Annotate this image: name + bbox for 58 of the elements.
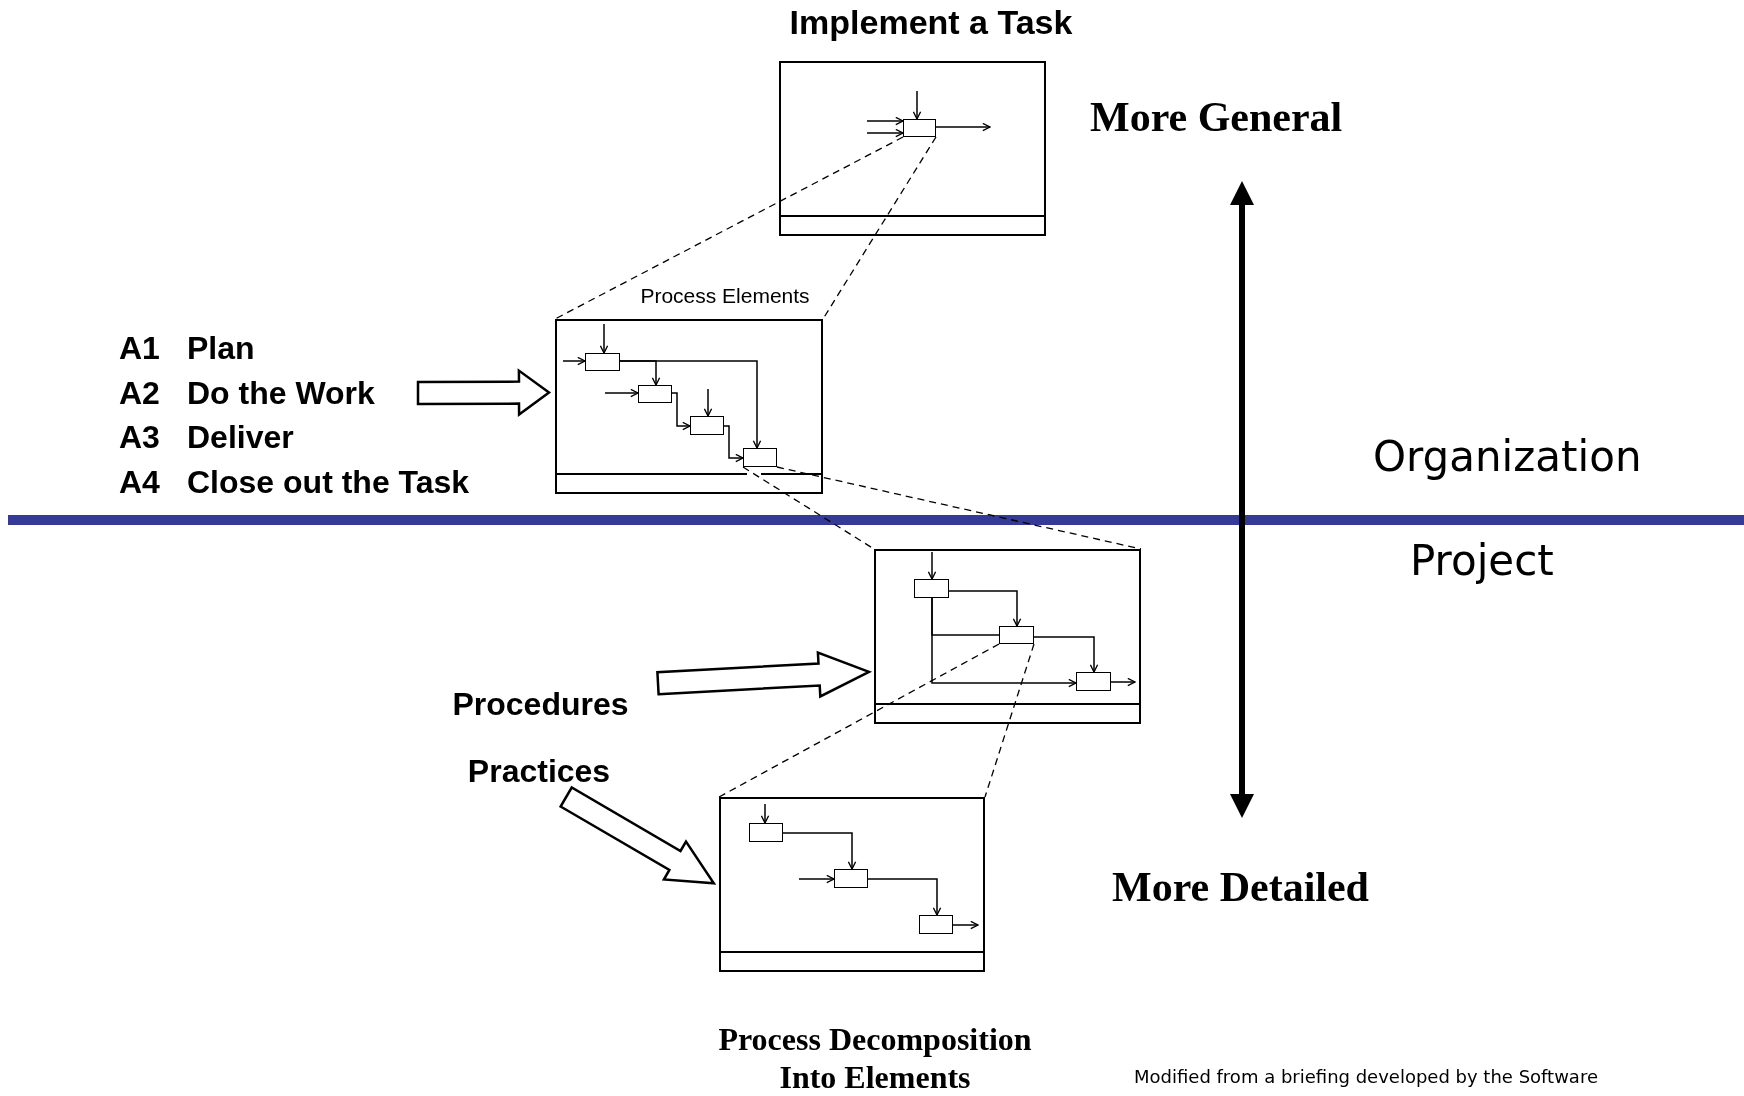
- frame-heading: Process Elements: [640, 285, 810, 306]
- flow-arrow: [562, 356, 586, 366]
- flow-arrow: [948, 590, 1022, 627]
- block-arrow: [656, 650, 873, 699]
- activity-box: [914, 579, 949, 598]
- category-label: Procedures: [438, 684, 643, 724]
- activity-name: Plan: [187, 332, 255, 364]
- block-arrow: [558, 785, 717, 885]
- flow-arrow: [867, 878, 942, 916]
- flow-arrow: [671, 392, 691, 431]
- activity-code: A4: [119, 466, 161, 498]
- activity-box: [1076, 672, 1111, 691]
- flow-arrow: [912, 90, 922, 120]
- flow-arrow: [703, 388, 713, 417]
- activity-box: [903, 119, 936, 137]
- activity-box: [834, 869, 868, 888]
- activity-code: A1: [119, 332, 161, 364]
- flow-arrow: [798, 874, 835, 884]
- process-frame: [719, 797, 985, 972]
- flow-arrow: [866, 128, 904, 138]
- process-frame: [874, 549, 1141, 724]
- annotation-text: More Detailed: [1112, 866, 1369, 908]
- flow-arrow: [619, 360, 661, 386]
- activity-box: [999, 626, 1034, 644]
- flow-arrow: [952, 920, 979, 930]
- activity-box: [690, 416, 724, 435]
- frame-heading: Implement a Task: [789, 5, 1073, 39]
- annotation-text: Modified from a briefing developed by the Software: [1134, 1068, 1598, 1086]
- activity-box: [749, 823, 783, 842]
- flow-arrow: [604, 388, 639, 398]
- activity-code: A3: [119, 421, 161, 453]
- flow-arrow: [760, 803, 770, 824]
- activity-box: [743, 448, 777, 467]
- activity-name: Deliver: [187, 421, 294, 453]
- annotation-text: Project: [1410, 540, 1554, 582]
- zoom-guide-line: [554, 136, 904, 320]
- flow-arrow: [723, 425, 744, 463]
- flow-line: [931, 597, 1000, 636]
- block-arrow: [416, 368, 552, 418]
- annotation-text: More General: [1090, 96, 1343, 138]
- zoom-guide-line: [984, 643, 1035, 798]
- flow-arrow: [935, 122, 991, 132]
- flow-arrow: [782, 832, 857, 870]
- flow-arrow: [599, 323, 609, 354]
- caption: Process Decomposition Into Elements: [717, 1020, 1033, 1096]
- activity-box: [638, 385, 672, 403]
- flow-arrow: [1033, 636, 1099, 673]
- flow-arrow: [927, 551, 937, 580]
- annotation-text: Organization: [1373, 436, 1642, 478]
- zoom-guide-line: [718, 643, 1000, 798]
- flow-arrow: [866, 116, 904, 126]
- activity-name: Do the Work: [187, 377, 375, 409]
- activity-code: A2: [119, 377, 161, 409]
- category-label: Practices: [455, 751, 623, 791]
- flow-arrow: [1110, 677, 1136, 687]
- activity-box: [919, 915, 953, 934]
- activity-box: [585, 353, 620, 371]
- activity-name: Close out the Task: [187, 466, 470, 498]
